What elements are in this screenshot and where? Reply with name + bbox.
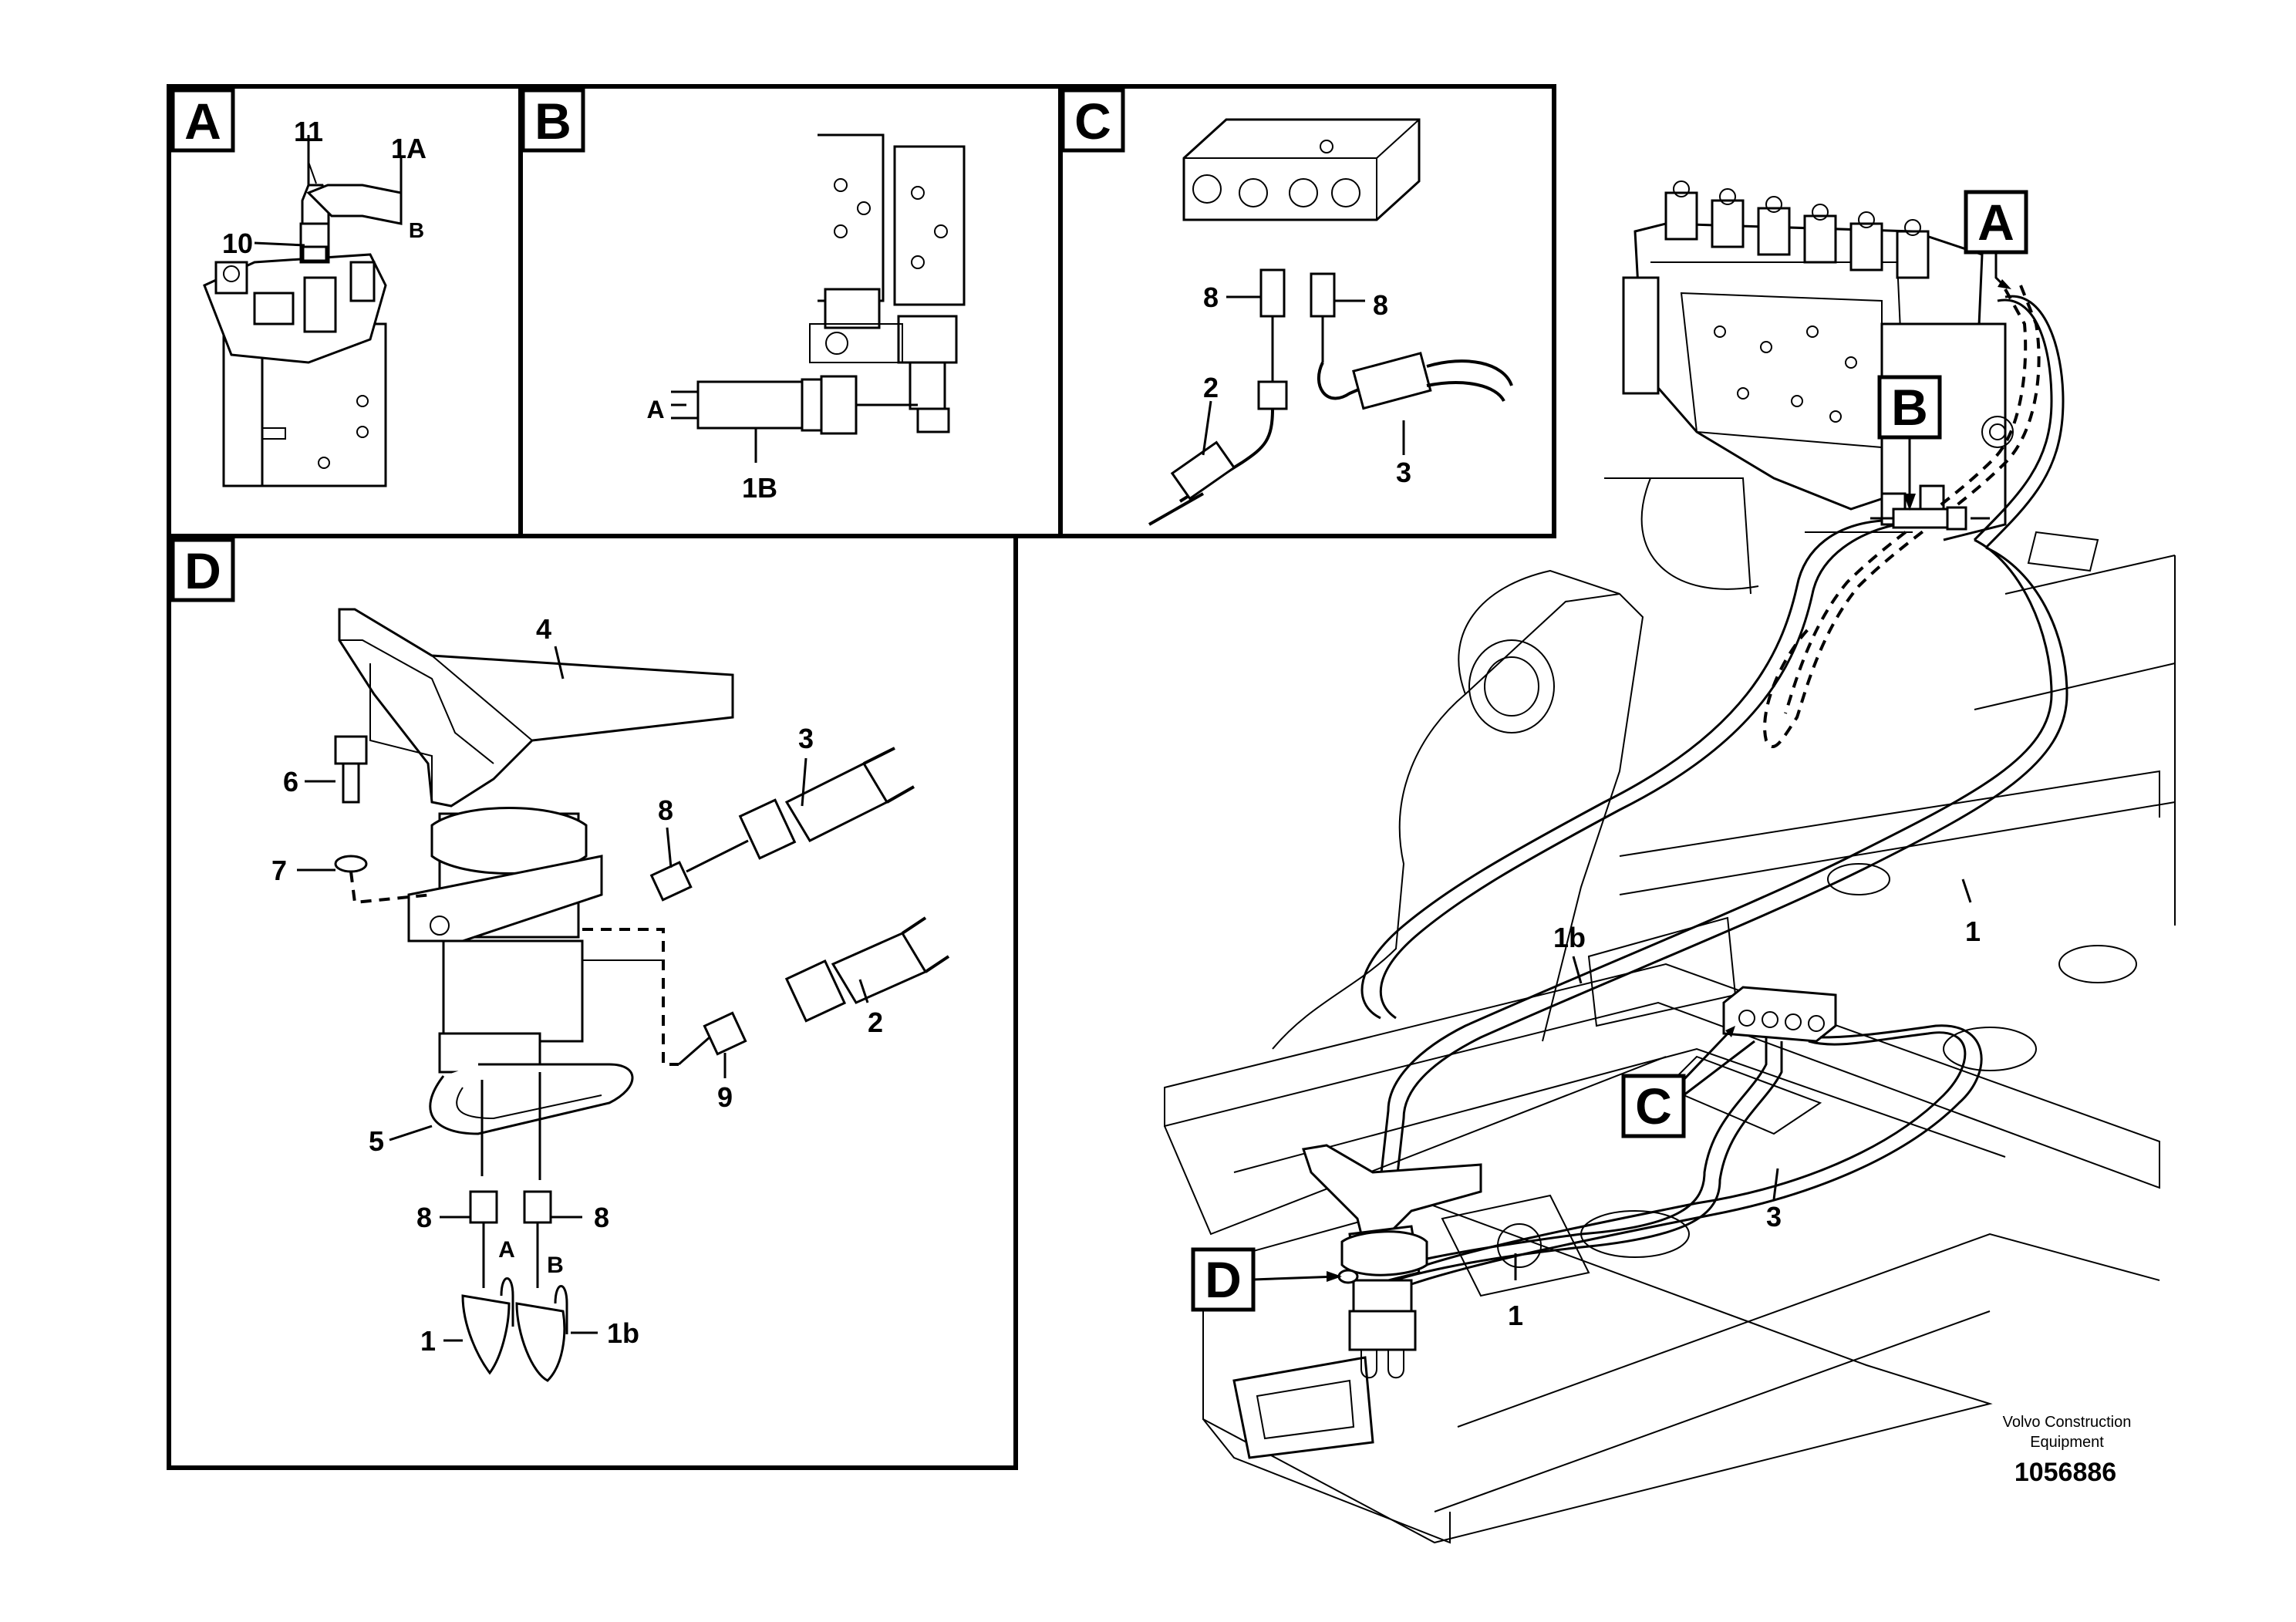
callout-d-4: 4 [536,613,551,645]
callout-10: 10 [222,228,253,259]
panel-a: A 11 1A B 10 [167,84,523,538]
callout-c-3: 3 [1396,457,1411,488]
main-tag-c: C [1635,1077,1672,1135]
footer-company-line2: Equipment [2030,1434,2104,1451]
panel-b: B A 1B [518,84,1063,538]
panel-b-tag: B [534,93,571,150]
panel-a-art [203,161,403,487]
callout-c-8-right: 8 [1373,289,1388,321]
panel-c-callouts: 8 8 2 3 [1202,282,1411,488]
main-callout-3: 3 [1766,1201,1782,1233]
panel-d: D [167,534,1018,1470]
footer: Volvo Construction Equipment 1056886 [2003,1414,2132,1487]
callout-c-2: 2 [1203,372,1219,403]
callout-1A: 1A [391,133,426,164]
callout-d-5: 5 [369,1125,384,1157]
panel-a-tag: A [184,93,221,150]
main-tag-b: B [1891,379,1928,436]
callout-d-1: 1 [420,1325,436,1357]
panel-b-callouts: A 1B [646,396,777,504]
main-callouts: 1 1b 3 1 [1508,878,1981,1331]
main-assembly-view: A B C D 1 1b 3 1 [1164,180,2176,1544]
callout-1B: 1B [742,472,777,504]
panel-b-art [671,133,966,435]
main-callout-1-top: 1 [1965,916,1981,947]
callout-panel-a-port-b: B [409,218,424,242]
panel-d-art [334,608,950,1382]
panel-d-tag: D [184,542,221,599]
callout-d-9: 9 [717,1081,733,1113]
footer-company-line1: Volvo Construction [2003,1414,2132,1431]
main-tag-d: D [1205,1251,1242,1308]
main-callout-1-bottom: 1 [1508,1300,1523,1331]
callout-d-8-right: 8 [594,1202,609,1233]
callout-d-8-top: 8 [658,794,673,826]
callout-d-8-left: 8 [416,1202,432,1233]
panel-c-art [1148,118,1513,526]
panel-a-callouts: 11 1A B 10 [222,116,426,259]
panel-c: C 8 [1058,84,1556,538]
callout-d-1b: 1b [607,1317,639,1349]
panel-c-tag: C [1074,93,1111,150]
callout-d-6: 6 [283,766,298,798]
callout-11: 11 [294,116,323,147]
pedal-assembly [1302,1144,1482,1379]
callout-d-port-a: A [498,1237,515,1263]
footer-drawing-number: 1056886 [2014,1458,2116,1487]
main-callout-1b: 1b [1553,922,1586,953]
callout-d-7: 7 [271,855,287,886]
callout-d-3: 3 [798,723,814,754]
callout-c-8-left: 8 [1203,282,1219,313]
callout-panel-b-port-a: A [646,396,664,423]
main-tag-a: A [1977,194,2014,251]
callout-d-2: 2 [868,1007,883,1038]
panel-d-callouts: 4 6 7 8 3 9 2 5 8 8 A B 1 1b [271,613,883,1357]
callout-d-port-b: B [547,1253,564,1278]
main-tags: A B C D [1191,190,2028,1312]
